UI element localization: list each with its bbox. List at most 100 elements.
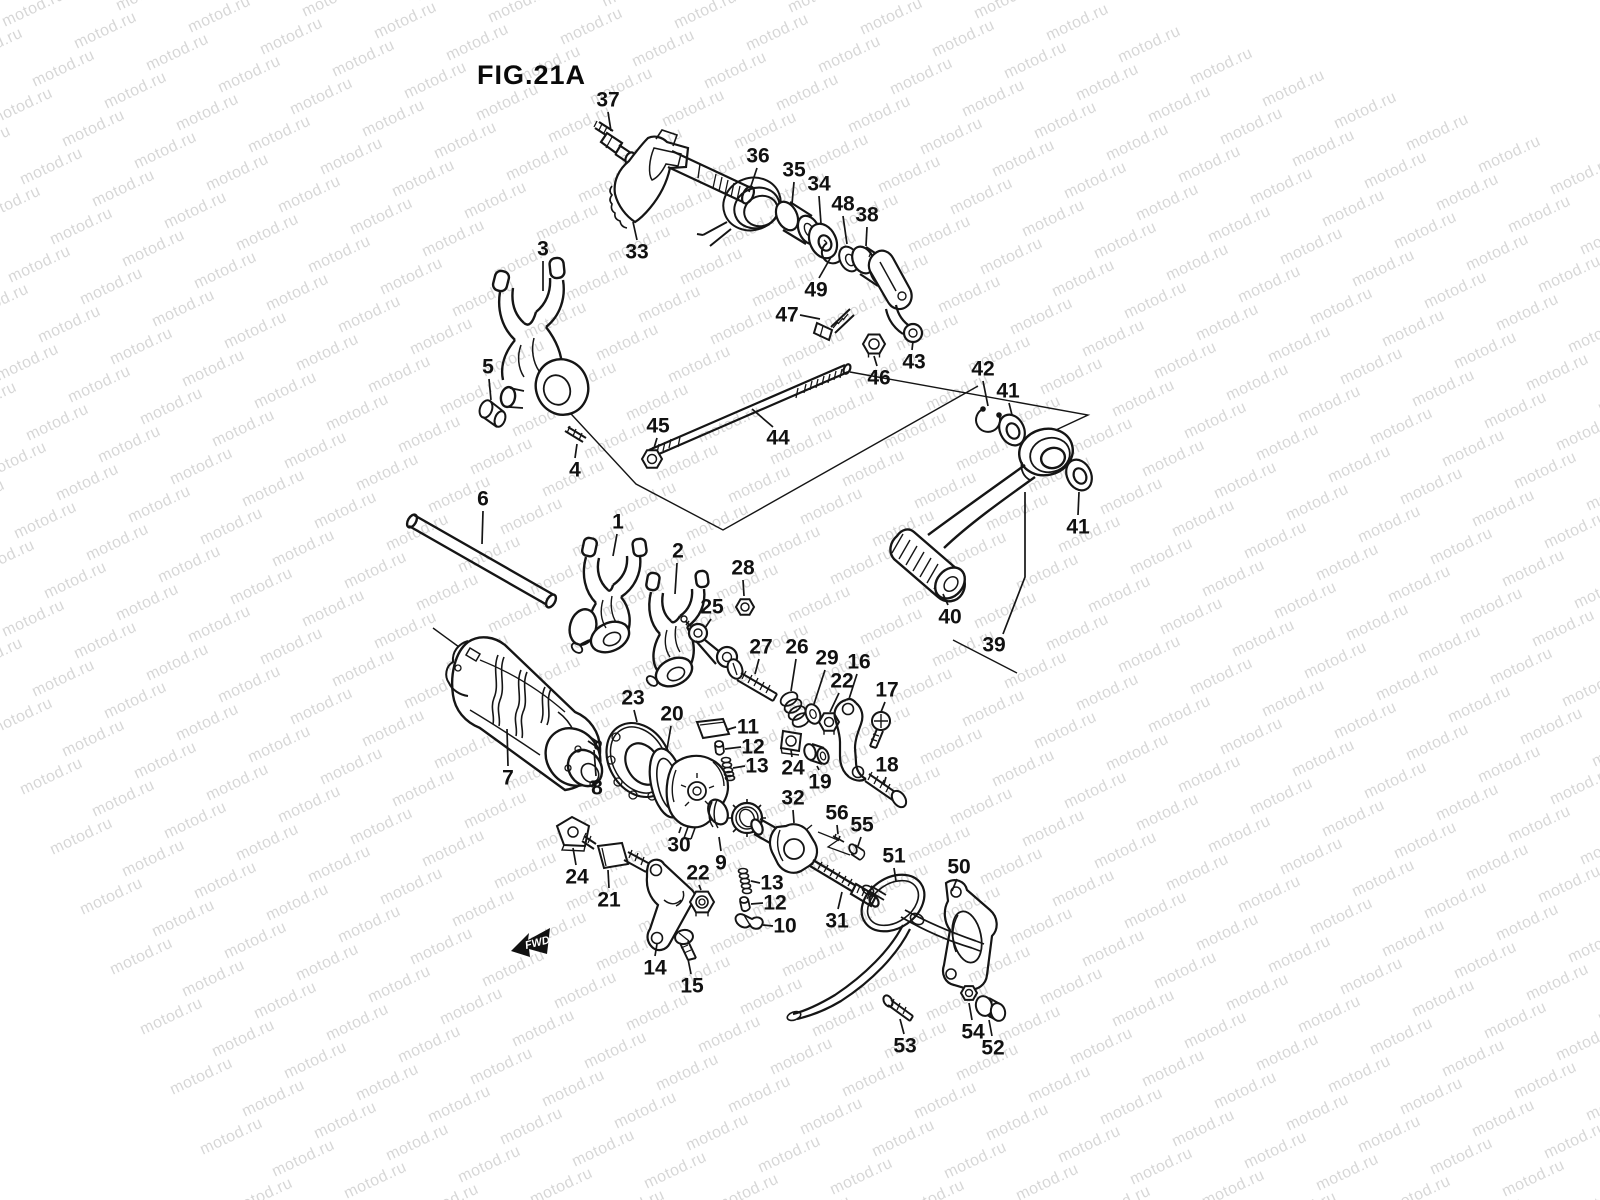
part-label-55: 55: [850, 813, 874, 837]
construction-line-2: [432, 627, 460, 648]
leader-line-16: [848, 673, 858, 700]
fwd-arrow: FWD: [511, 928, 551, 957]
part-label-41: 41: [1066, 515, 1090, 539]
part-13-spring-b: [737, 867, 753, 895]
part-34-washer: [807, 222, 839, 260]
part-label-42: 42: [971, 357, 995, 381]
leader-line-9: [718, 836, 722, 852]
leader-line-1: [612, 533, 618, 557]
leader-line-13: [750, 880, 761, 884]
part-26-spring: [779, 691, 811, 728]
part-28-nut: [734, 598, 756, 616]
leader-line-2: [674, 562, 678, 595]
construction-lines: [432, 371, 1091, 674]
part-label-31: 31: [825, 909, 849, 933]
part-44-rod: [648, 363, 852, 459]
part-cable: [786, 909, 985, 1022]
part-label-46: 46: [867, 366, 891, 390]
part-3-shift-fork: [491, 256, 590, 416]
leader-line-38: [865, 226, 868, 247]
part-41-washer-a: [998, 413, 1026, 447]
leader-line-49: [818, 256, 832, 279]
part-12-pin-a: [714, 740, 725, 756]
part-label-56: 56: [825, 801, 849, 825]
part-label-22: 22: [830, 669, 854, 693]
part-label-36: 36: [746, 144, 770, 168]
part-label-5: 5: [482, 355, 494, 379]
part-label-35: 35: [782, 158, 806, 182]
leader-line-10: [762, 924, 774, 927]
part-10-pawl: [734, 913, 764, 930]
part-label-12: 12: [741, 735, 765, 759]
part-21-stopper-bolt: [581, 832, 651, 873]
part-label-30: 30: [667, 833, 691, 857]
part-14-bracket: [645, 858, 697, 952]
part-41-washer-b: [1065, 458, 1093, 492]
leader-lines: [481, 111, 1080, 1037]
part-19-roller: [803, 743, 830, 765]
part-18-bolt: [864, 771, 908, 809]
leader-line-53: [899, 1018, 905, 1035]
leader-line-24: [572, 847, 577, 866]
part-label-47: 47: [775, 303, 799, 327]
leader-line-22: [829, 692, 840, 713]
leader-line-54: [968, 1002, 973, 1021]
part-39-gearshift-lever: [927, 427, 1074, 549]
part-label-23: 23: [621, 686, 645, 710]
part-56-spring-pin: [817, 831, 851, 856]
part-53-bolt: [882, 994, 914, 1022]
leader-line-43: [911, 340, 914, 351]
part-label-50: 50: [947, 855, 971, 879]
leader-line-22: [698, 884, 702, 891]
part-label-44: 44: [766, 426, 790, 450]
leader-line-20: [666, 725, 672, 750]
leader-line-4: [574, 443, 578, 459]
part-1-shift-fork: [568, 536, 648, 654]
part-label-16: 16: [847, 650, 871, 674]
leader-line-34: [818, 195, 822, 225]
fwd-arrow-label: FWD: [524, 934, 551, 952]
part-6-fork-shaft: [405, 513, 558, 609]
part-label-13: 13: [745, 754, 769, 778]
part-label-39: 39: [982, 633, 1006, 657]
construction-line-3: [952, 639, 1018, 674]
part-label-34: 34: [807, 172, 831, 196]
part-label-43: 43: [902, 350, 926, 374]
part-label-27: 27: [749, 635, 773, 659]
part-label-45: 45: [646, 414, 670, 438]
part-label-8: 8: [591, 776, 603, 800]
leader-line-14: [654, 943, 658, 957]
part-label-2: 2: [672, 539, 684, 563]
part-label-22: 22: [686, 861, 710, 885]
leader-line-48: [842, 215, 848, 245]
part-label-4: 4: [569, 458, 581, 482]
part-label-1: 1: [612, 510, 624, 534]
part-29-washer: [804, 703, 822, 725]
part-label-17: 17: [875, 678, 899, 702]
part-22-nut-b: [688, 890, 716, 917]
leader-line-27: [754, 658, 760, 675]
leader-line-45: [653, 437, 658, 449]
part-label-49: 49: [804, 278, 828, 302]
leader-line-35: [791, 181, 795, 205]
part-label-40: 40: [938, 605, 962, 629]
leader-line-30: [678, 826, 682, 834]
leader-line-15: [687, 958, 692, 975]
leader-line-36: [748, 167, 758, 193]
part-label-21: 21: [597, 888, 621, 912]
part-label-25: 25: [700, 595, 724, 619]
part-55-pin: [848, 843, 866, 861]
leader-line-7: [506, 728, 509, 767]
leader-line-6: [481, 510, 484, 545]
leader-line-37: [607, 111, 612, 132]
leader-line-41: [1008, 402, 1013, 416]
part-label-41: 41: [996, 379, 1020, 403]
part-label-28: 28: [731, 556, 755, 580]
part-4-pin: [564, 425, 587, 443]
leader-line-19: [816, 765, 820, 771]
leader-line-5: [488, 378, 492, 401]
part-label-24: 24: [565, 865, 589, 889]
